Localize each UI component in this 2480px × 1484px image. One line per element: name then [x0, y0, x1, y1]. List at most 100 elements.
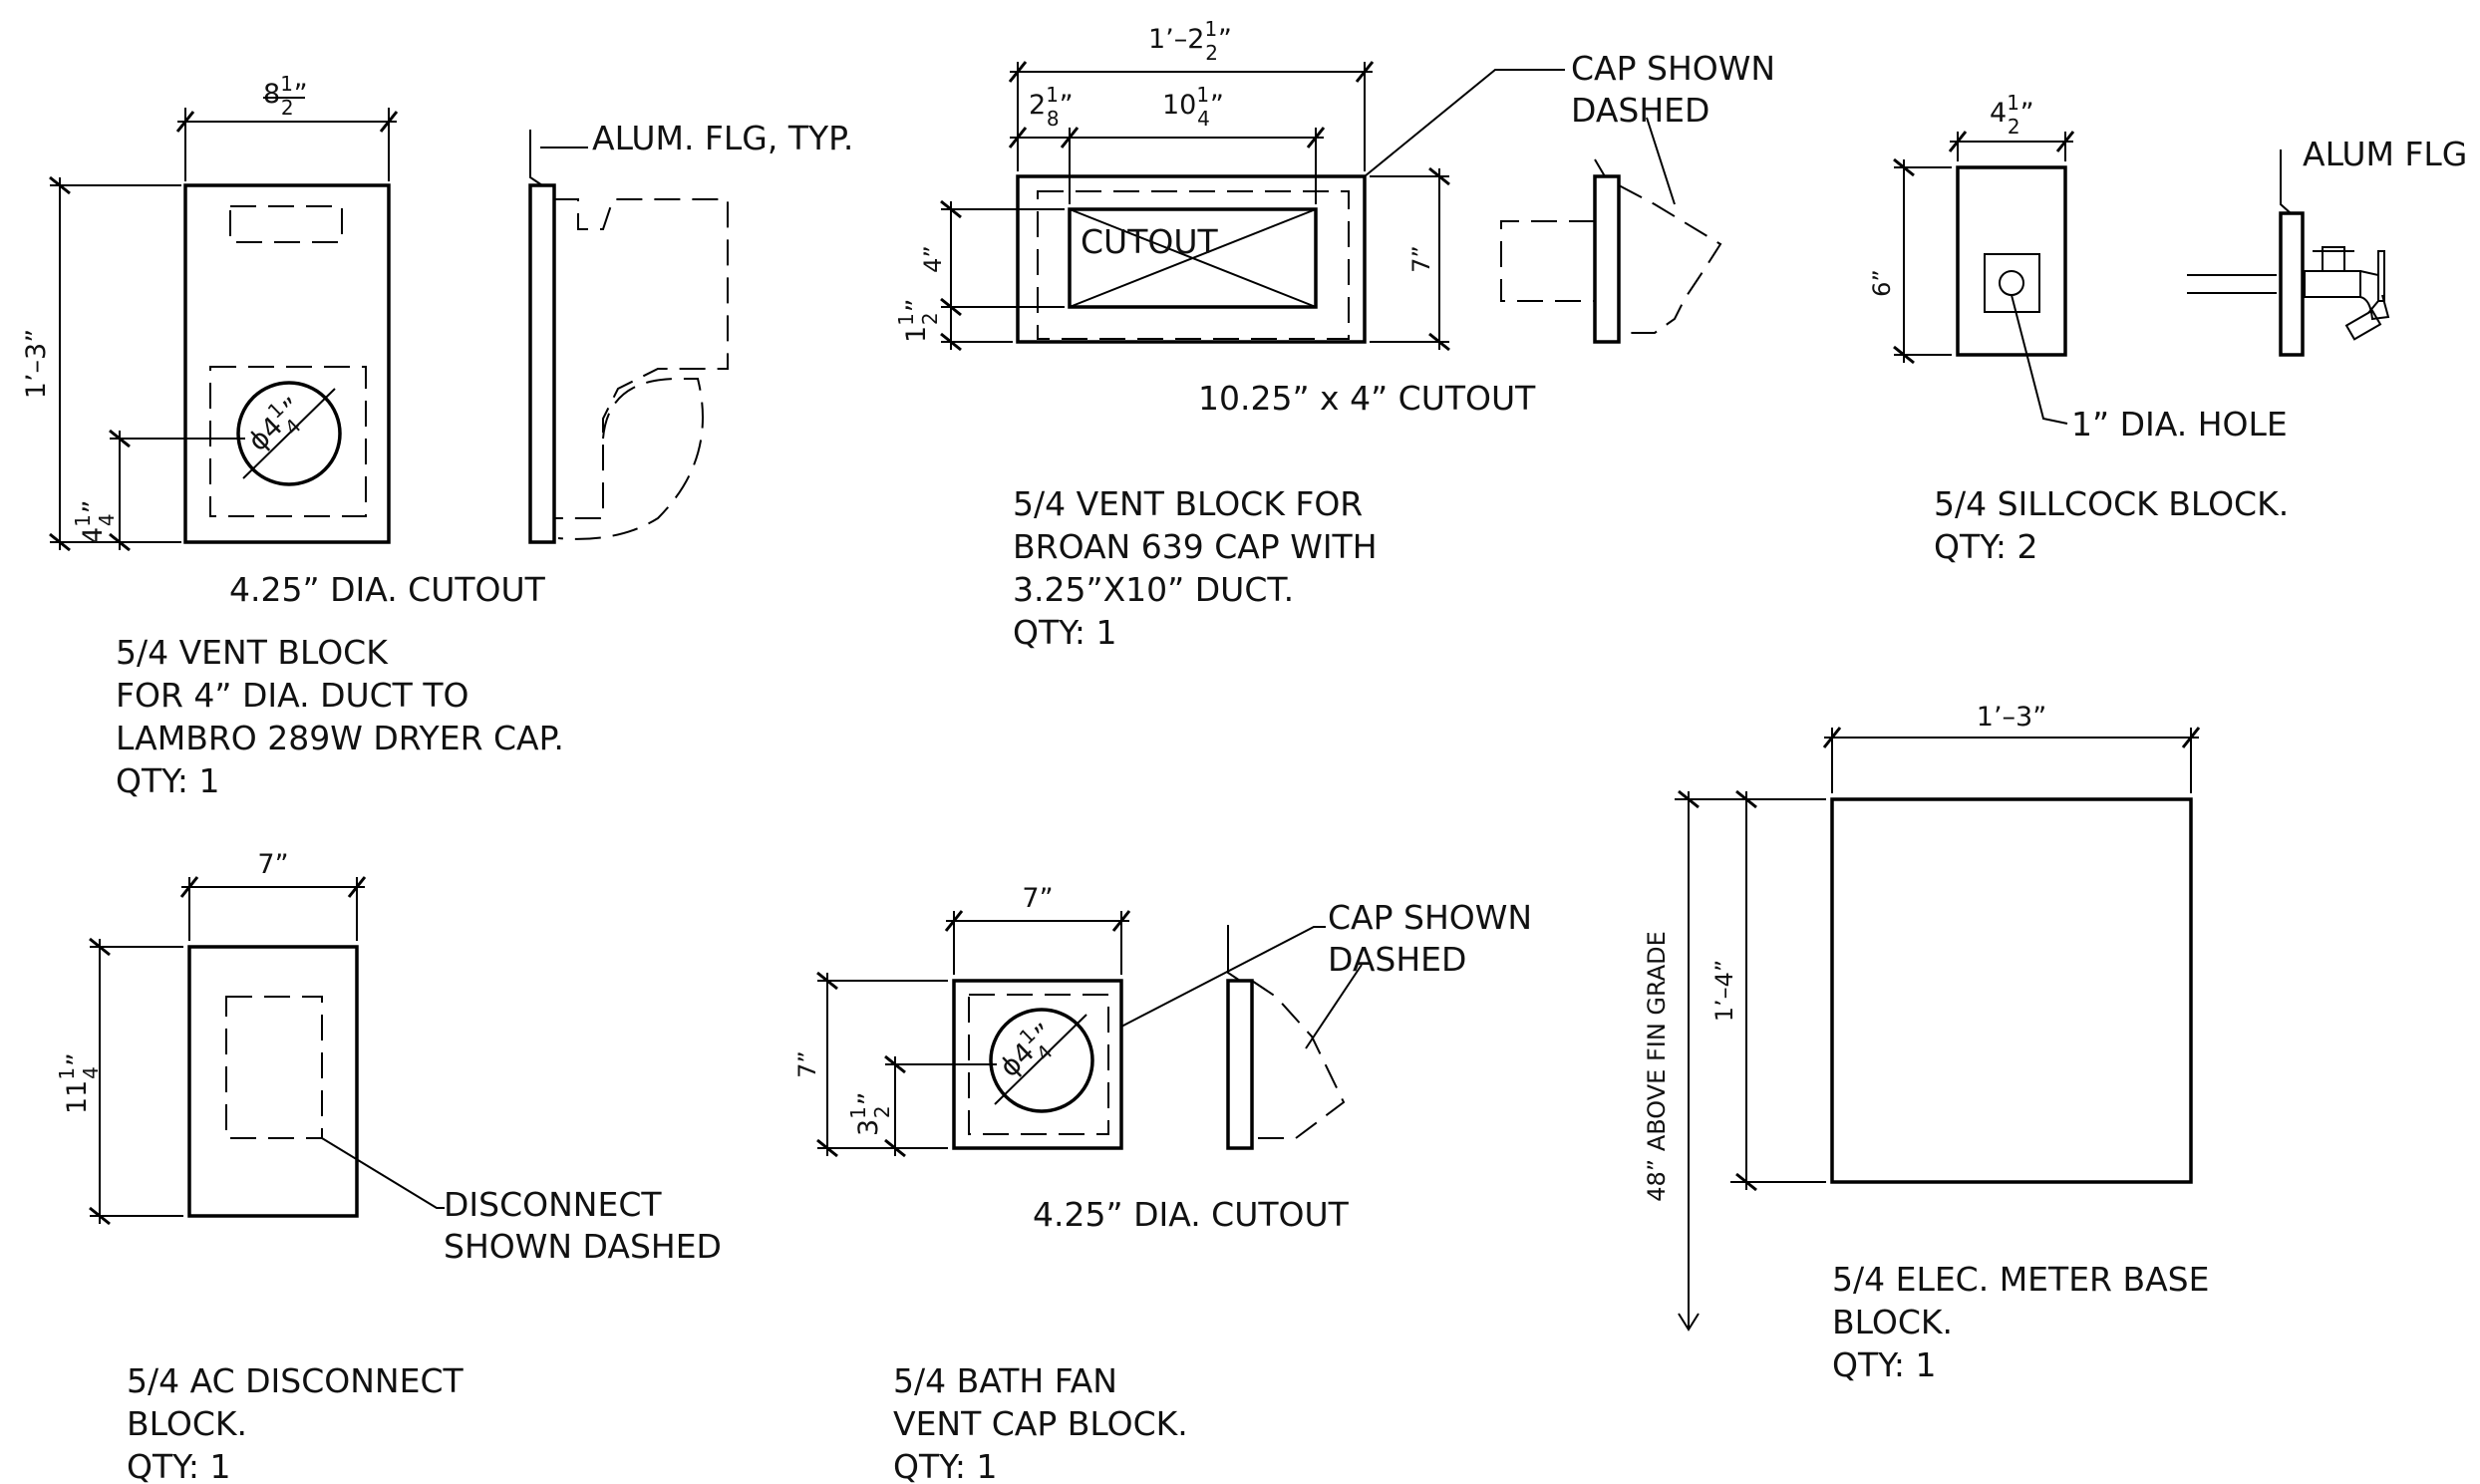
ac-height-suffix: ” — [62, 1052, 93, 1066]
meter-base-block-face — [1830, 797, 2193, 1184]
sillcock-title-line-1: 5/4 SILLCOCK BLOCK. — [1934, 484, 2289, 523]
dryer-duct-cutout-circle — [236, 381, 342, 486]
dryer-width-den: 2 — [281, 96, 294, 120]
broan-cutout-label: CUTOUT — [1081, 222, 1218, 261]
dryer-vent-block-face — [183, 183, 391, 544]
ac-disconnect-title-line-2: BLOCK. — [127, 1404, 247, 1443]
sillcock-height-dim: 6” — [1868, 269, 1896, 297]
ac-disconnect-height-dim: 1114” — [55, 1052, 103, 1114]
meter-base-block-detail: 1’–3” 1’–4” 48” ABOVE FIN GRADE 5/4 ELEC… — [1643, 702, 2209, 1384]
broan-overall-suffix: ” — [1218, 24, 1232, 55]
dryer-width-num: 1 — [280, 72, 293, 96]
sillcock-width-den: 2 — [2008, 115, 2020, 139]
broan-cutout-w-suffix: ” — [1210, 90, 1224, 121]
dryer-cutout-note: 4.25” DIA. CUTOUT — [229, 570, 546, 609]
broan-cap-side-dashed — [1618, 184, 1722, 334]
sillcock-flange-note: ALUM FLG — [2303, 135, 2467, 173]
dryer-offset-num: 1 — [71, 514, 95, 527]
broan-duct-cutout — [1068, 207, 1318, 309]
dryer-dia-leader — [242, 388, 336, 479]
bath-fan-block-detail: ϕ414” 7” 7” 312” CAP SHOWN DASHED 4.25” — [793, 883, 1532, 1484]
dryer-width-whole: 8 — [263, 79, 280, 110]
ac-disconnect-outline-dashed — [225, 996, 323, 1139]
dryer-offset-suffix: ” — [78, 499, 109, 513]
dryer-dia-callout: ϕ414” — [237, 387, 315, 464]
broan-bottom-whole: 1 — [901, 326, 932, 343]
ac-disconnect-title-qty: QTY: 1 — [127, 1447, 231, 1484]
sillcock-width-suffix: ” — [2020, 98, 2034, 129]
bath-fan-cap-note-1: CAP SHOWN — [1328, 898, 1532, 937]
sillcock-hole-note: 1” DIA. HOLE — [2071, 405, 2288, 444]
broan-cutout-height-dim: 4” — [919, 245, 947, 273]
bath-fan-cap-side-dashed — [1251, 980, 1346, 1139]
broan-cutout-w-whole: 10 — [1162, 90, 1196, 121]
dryer-title-line-3: LAMBRO 289W DRYER CAP. — [116, 719, 564, 757]
ac-height-num: 1 — [55, 1067, 79, 1080]
bath-fan-height-dim: 7” — [793, 1050, 821, 1078]
broan-bottom-suffix: ” — [901, 298, 932, 312]
bath-fan-title-line-1: 5/4 BATH FAN — [893, 1361, 1117, 1400]
broan-height-dim: 7” — [1407, 245, 1435, 273]
bath-fan-side-view-block — [1226, 979, 1254, 1150]
bath-fan-width-dim: 7” — [1022, 883, 1053, 914]
dryer-height-dim: 1’–3” — [21, 329, 52, 399]
bath-fan-cap-outline-dashed — [968, 994, 1109, 1135]
broan-cutout-note: 10.25” x 4” CUTOUT — [1198, 379, 1536, 418]
meter-base-title-line-2: BLOCK. — [1832, 1303, 1953, 1341]
ac-disconnect-block-face — [187, 945, 359, 1218]
broan-left-den: 8 — [1047, 107, 1060, 131]
broan-title-qty: QTY: 1 — [1013, 613, 1117, 652]
broan-cutout-w-den: 4 — [1197, 107, 1210, 131]
ac-disconnect-width-dim: 7” — [257, 849, 288, 880]
bath-offset-den: 2 — [870, 1105, 894, 1118]
meter-base-height-dim: 1’–4” — [1710, 960, 1738, 1023]
bath-offset-num: 1 — [846, 1106, 870, 1119]
sillcock-side-view-block — [2279, 211, 2305, 357]
dryer-offset-whole: 4 — [78, 527, 109, 544]
broan-side-view-block — [1593, 174, 1621, 344]
meter-base-width-dim: 1’–3” — [1977, 702, 2046, 733]
broan-left-suffix: ” — [1060, 90, 1074, 121]
broan-bottom-dim: 112” — [894, 298, 942, 343]
dryer-offset-den: 4 — [95, 513, 119, 526]
sillcock-block-face — [1956, 165, 2067, 357]
broan-cap-note-1: CAP SHOWN — [1571, 49, 1775, 88]
dryer-cap-hood-dashed — [557, 378, 704, 540]
dryer-title-line-1: 5/4 VENT BLOCK — [116, 633, 389, 672]
broan-vent-block-face — [1016, 174, 1367, 344]
ac-disconnect-block-detail: DISCONNECT SHOWN DASHED 7” 1114” 5/4 AC … — [55, 849, 722, 1484]
dryer-width-suffix: ” — [294, 79, 308, 110]
meter-base-title-qty: QTY: 1 — [1832, 1345, 1937, 1384]
ac-height-den: 4 — [79, 1066, 103, 1079]
broan-title-line-2: BROAN 639 CAP WITH — [1013, 527, 1378, 566]
broan-title-line-3: 3.25”X10” DUCT. — [1013, 570, 1294, 609]
bath-fan-cap-note-2: DASHED — [1328, 940, 1466, 979]
sillcock-width-whole: 4 — [1990, 98, 2007, 129]
broan-cutout-w-num: 1 — [1196, 83, 1209, 107]
bath-fan-title-qty: QTY: 1 — [893, 1447, 998, 1484]
sillcock-hole-circle — [1999, 270, 2024, 296]
meter-base-grade-dim: 48” ABOVE FIN GRADE — [1643, 931, 1671, 1202]
dryer-title-qty: QTY: 1 — [116, 761, 220, 800]
broan-title-line-1: 5/4 VENT BLOCK FOR — [1013, 484, 1363, 523]
broan-overall-den: 2 — [1205, 41, 1218, 65]
sillcock-title-qty: QTY: 2 — [1934, 527, 2038, 566]
broan-duct-side-dashed — [1500, 220, 1595, 302]
bath-offset-whole: 3 — [853, 1119, 884, 1136]
ac-disconnect-note-2: SHOWN DASHED — [444, 1227, 722, 1266]
dryer-cap-side-dashed — [554, 198, 729, 519]
bath-offset-suffix: ” — [853, 1091, 884, 1105]
broan-cap-note-2: DASHED — [1571, 91, 1709, 130]
broan-left-whole: 2 — [1029, 90, 1046, 121]
broan-cap-outline-dashed — [1037, 190, 1350, 340]
dryer-flange-note: ALUM. FLG, TYP. — [592, 119, 853, 157]
broan-bottom-num: 1 — [894, 313, 918, 326]
